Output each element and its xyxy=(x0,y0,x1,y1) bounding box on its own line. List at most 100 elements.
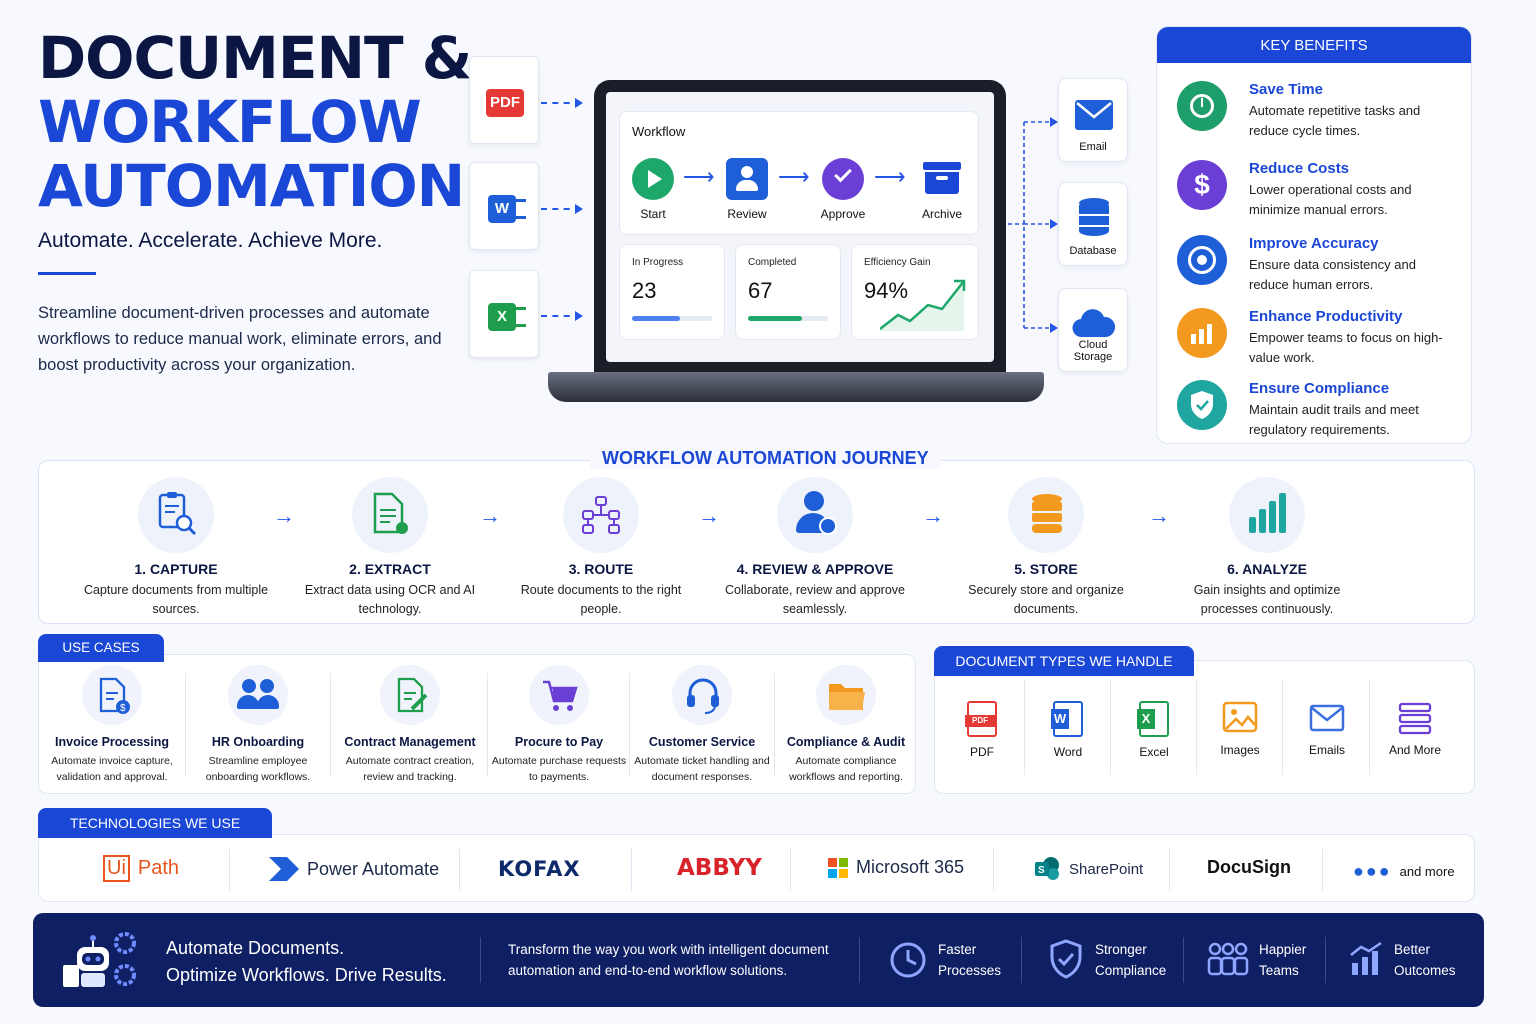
folder-icon xyxy=(816,665,876,725)
storage-stack-icon xyxy=(1008,477,1084,553)
journey-step-desc: Securely store and organize documents. xyxy=(968,583,1124,616)
use-case-invoice[interactable]: $ Invoice Processing Automate invoice ca… xyxy=(42,665,182,785)
use-case-title: Customer Service xyxy=(648,735,756,749)
doc-type-label: Word xyxy=(1053,745,1083,759)
footer-item-line1: Stronger xyxy=(1095,942,1147,957)
benefit-desc: Maintain audit trails and meet regulator… xyxy=(1249,402,1419,437)
page-title: DOCUMENT & WORKFLOW AUTOMATION xyxy=(38,24,472,218)
bar-chart-icon xyxy=(1229,477,1305,553)
use-case-hr-onboarding[interactable]: HR Onboarding Streamline employee onboar… xyxy=(188,665,328,785)
doc-type-images: Images xyxy=(1200,701,1280,757)
pdf-icon: PDF xyxy=(965,701,997,737)
sharepoint-logo: S SharePoint xyxy=(1035,857,1143,881)
divider xyxy=(790,849,791,891)
destination-database[interactable]: Database xyxy=(1058,182,1128,266)
destination-label: Cloud Storage xyxy=(1073,339,1113,363)
arrow-right-icon: → xyxy=(698,503,720,528)
flow-arrow xyxy=(541,204,583,214)
word-icon: W xyxy=(1051,701,1083,737)
use-case-title: Compliance & Audit xyxy=(786,735,906,749)
team-icon xyxy=(1207,942,1249,976)
shield-check-icon xyxy=(1177,380,1227,430)
footer-description-line1: Transform the way you work with intellig… xyxy=(508,942,829,957)
divider xyxy=(229,849,230,891)
divider xyxy=(774,673,775,777)
use-case-procure-to-pay[interactable]: Procure to Pay Automate purchase request… xyxy=(489,665,629,785)
footer-item-line1: Happier xyxy=(1259,942,1307,957)
use-case-customer-service[interactable]: Customer Service Automate ticket handlin… xyxy=(632,665,772,785)
shield-icon xyxy=(1050,939,1082,979)
laptop: Workflow Start ⟶ Review ⟶ Approve ⟶ Arc xyxy=(594,80,1006,374)
doc-type-emails: Emails xyxy=(1287,701,1367,757)
arrow-right-icon: → xyxy=(273,503,295,528)
divider xyxy=(1196,679,1197,775)
flow-arrow xyxy=(541,98,583,108)
journey-step-capture: 1. CAPTURE Capture documents from multip… xyxy=(76,477,276,619)
journey-step-store: 5. STORE Securely store and organize doc… xyxy=(946,477,1146,619)
benefit-desc: Lower operational costs and minimize man… xyxy=(1249,182,1412,217)
step-start-label: Start xyxy=(640,207,666,221)
title-line-1: DOCUMENT & xyxy=(38,24,472,92)
clock-icon xyxy=(890,942,926,978)
play-icon[interactable] xyxy=(632,158,674,200)
word-file-icon: W xyxy=(469,162,539,250)
use-case-title: Contract Management xyxy=(344,735,476,749)
arrow-right-icon: → xyxy=(479,503,501,528)
clock-icon xyxy=(1177,81,1227,131)
user-icon[interactable] xyxy=(726,158,768,200)
team-icon xyxy=(228,665,288,725)
journey-step-route: 3. ROUTE Route documents to the right pe… xyxy=(501,477,701,619)
progress-track xyxy=(748,316,828,321)
journey-step-title: 2. EXTRACT xyxy=(349,561,431,577)
technologies-tab: TECHNOLOGIES WE USE xyxy=(38,808,272,838)
doc-type-pdf: PDF PDF xyxy=(942,701,1022,759)
progress-fill xyxy=(748,316,802,321)
divider xyxy=(480,937,481,983)
archive-box-icon[interactable] xyxy=(921,158,963,200)
footer-banner: Automate Documents. Optimize Workflows. … xyxy=(33,913,1484,1007)
footer-item-line2: Processes xyxy=(938,963,1002,978)
laptop-screen: Workflow Start ⟶ Review ⟶ Approve ⟶ Arc xyxy=(606,92,994,362)
growth-chart-icon xyxy=(1177,308,1227,358)
stat-label: Efficiency Gain xyxy=(864,257,931,268)
footer-description-line2: automation and end-to-end workflow solut… xyxy=(508,963,788,978)
stat-value: 23 xyxy=(632,278,657,303)
use-case-title: HR Onboarding xyxy=(211,735,305,749)
divider xyxy=(1169,849,1170,891)
journey-step-review-approve: 4. REVIEW & APPROVE Collaborate, review … xyxy=(715,477,915,619)
destination-label: Email xyxy=(1079,141,1107,153)
use-case-compliance-audit[interactable]: Compliance & Audit Automate compliance w… xyxy=(776,665,916,785)
doc-type-more: And More xyxy=(1375,701,1455,757)
footer-item-line2: Outcomes xyxy=(1394,963,1456,978)
stat-label: Completed xyxy=(748,257,797,268)
power-automate-icon xyxy=(269,857,299,881)
stat-label: In Progress xyxy=(632,257,684,268)
use-case-contract-management[interactable]: Contract Management Automate contract cr… xyxy=(340,665,480,785)
tech-label: and more xyxy=(1399,864,1455,879)
benefit-desc: Automate repetitive tasks and reduce cyc… xyxy=(1249,103,1421,138)
destination-cloud[interactable]: Cloud Storage xyxy=(1058,288,1128,372)
headset-icon xyxy=(672,665,732,725)
destination-email[interactable]: Email xyxy=(1058,78,1128,162)
laptop-base xyxy=(548,372,1044,402)
footer-headline-line1: Automate Documents. xyxy=(166,938,345,958)
doc-type-label: Emails xyxy=(1308,743,1345,757)
journey-step-title: 3. ROUTE xyxy=(568,561,634,577)
divider xyxy=(1183,937,1184,983)
stat-value: 94% xyxy=(864,278,909,303)
pdf-badge: PDF xyxy=(486,89,524,117)
journey-step-analyze: 6. ANALYZE Gain insights and optimize pr… xyxy=(1167,477,1367,619)
destination-label: Database xyxy=(1069,245,1117,257)
journey-step-title: 4. REVIEW & APPROVE xyxy=(736,561,894,577)
tech-more[interactable]: ●●● and more xyxy=(1353,861,1455,882)
footer-headline-line2: Optimize Workflows. Drive Results. xyxy=(166,965,447,985)
doc-type-word: W Word xyxy=(1028,701,1108,759)
cloud-icon xyxy=(1072,309,1116,338)
use-cases-panel: $ Invoice Processing Automate invoice ca… xyxy=(38,654,916,794)
use-case-desc: Automate purchase requests to payments. xyxy=(491,755,627,783)
use-case-desc: Automate compliance workflows and report… xyxy=(789,755,903,783)
check-icon[interactable] xyxy=(822,158,864,200)
